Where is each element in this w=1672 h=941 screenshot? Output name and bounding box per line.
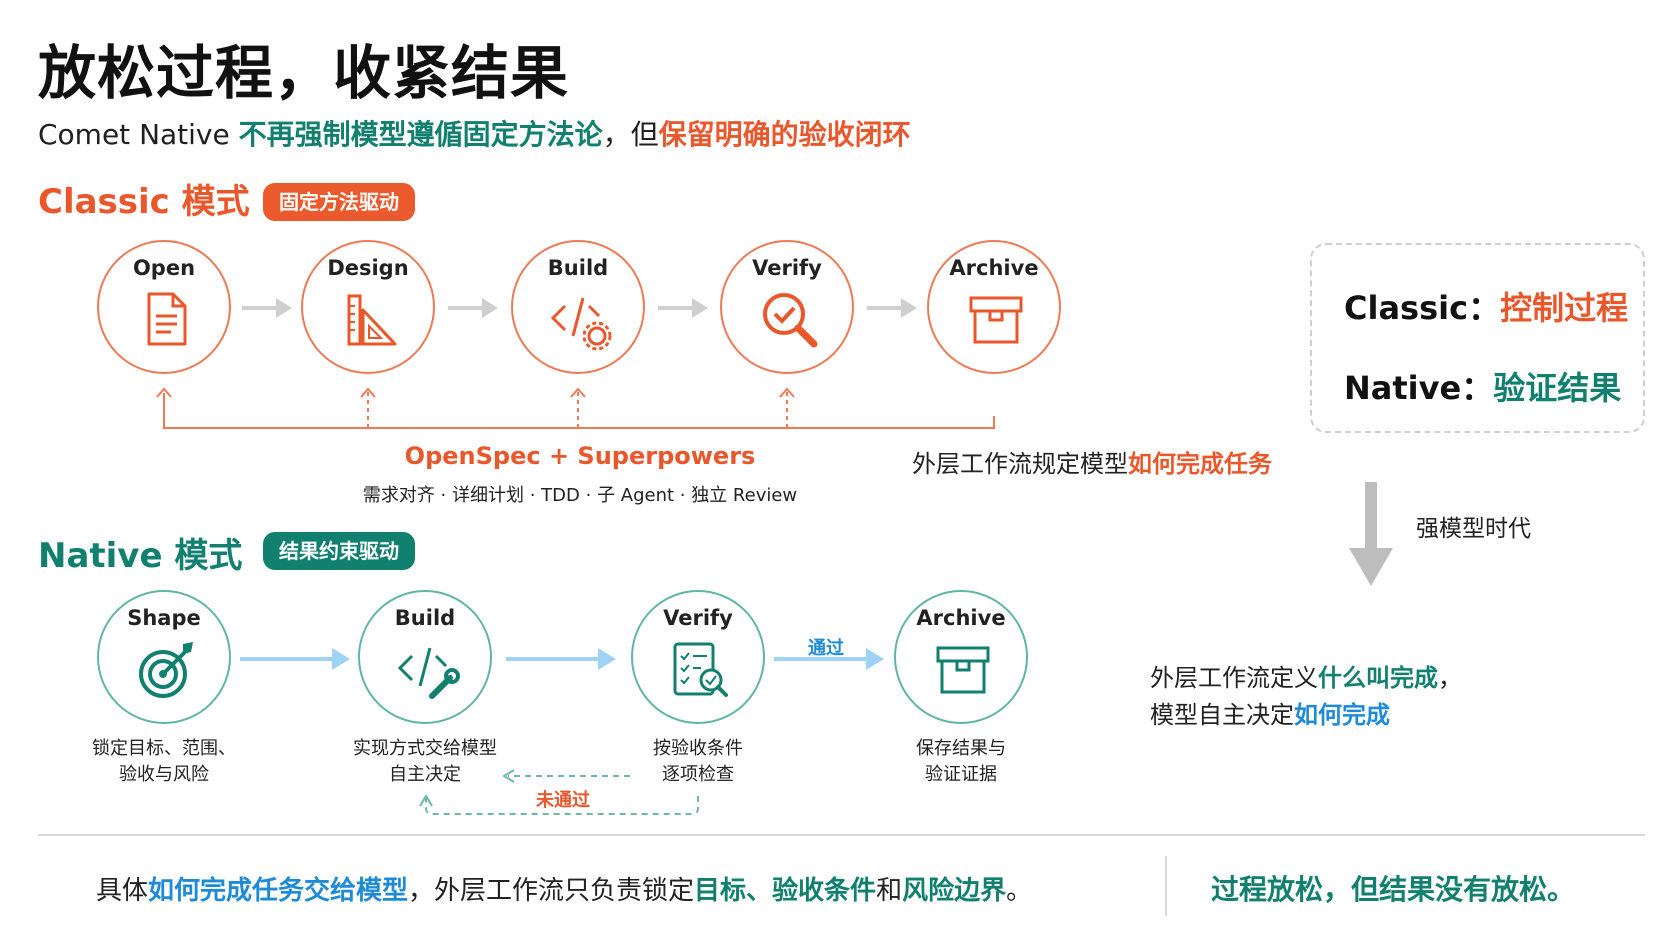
panel-row-native-label: Native：	[1344, 369, 1494, 407]
classic-side-note-prefix: 外层工作流规定模型	[912, 450, 1128, 478]
archive-box-icon	[969, 296, 1023, 344]
panel-row-classic-value: 控制过程	[1500, 289, 1629, 327]
code-wrench-icon	[397, 647, 460, 699]
classic-stage-label: Archive	[949, 256, 1039, 280]
native-caption-line: 实现方式交给模型	[353, 738, 497, 759]
native-caption-verify: 按验收条件逐项检查	[613, 736, 783, 788]
classic-stage-label: Open	[132, 256, 196, 280]
native-stage-label: Shape	[127, 606, 201, 630]
footer-left-prefix: 具体	[96, 876, 149, 906]
footer-left-green1: 目标、验收条件	[694, 876, 877, 906]
native-note-line2-prefix: 模型自主决定	[1150, 701, 1294, 729]
comparison-panel: Classic：控制过程 Native：验证结果	[1310, 243, 1645, 433]
classic-stage-label: Verify	[752, 256, 822, 280]
footer-left-text: 具体如何完成任务交给模型，外层工作流只负责锁定目标、验收条件和风险边界。	[96, 870, 1032, 907]
code-gear-icon	[550, 297, 612, 351]
native-caption-shape: 锁定目标、范围、验收与风险	[79, 736, 249, 788]
native-stage-verify: Verify	[631, 590, 765, 724]
era-down-arrow	[1349, 482, 1393, 586]
native-fail-arrowheads	[419, 769, 515, 807]
native-badge: 结果约束驱动	[263, 532, 415, 570]
native-stage-shape: Shape	[97, 590, 231, 724]
footer-divider	[38, 834, 1645, 836]
native-note-line1-highlight: 什么叫完成	[1318, 664, 1438, 692]
native-caption-archive: 保存结果与验证证据	[876, 736, 1046, 788]
archive-box-icon	[936, 646, 990, 694]
footer-left-green2: 风险边界	[902, 876, 1007, 906]
footer-left-mid: ，外层工作流只负责锁定	[408, 876, 695, 906]
footer-left-blue: 如何完成任务交给模型	[148, 876, 409, 906]
subtitle-green: 不再强制模型遵偱固定方法论	[238, 118, 603, 151]
classic-badge: 固定方法驱动	[263, 183, 415, 221]
classic-stage-verify: Verify	[720, 240, 854, 374]
native-mode-title: Native 模式	[38, 536, 243, 576]
ruler-triangle-icon	[347, 294, 397, 346]
native-stage-archive: Archive	[894, 590, 1028, 724]
native-note-line1-suffix: ，	[1438, 664, 1462, 692]
native-note-line1: 外层工作流定义什么叫完成，	[1150, 658, 1462, 693]
subtitle-prefix: Comet Native	[38, 118, 239, 151]
classic-stage-label: Design	[327, 256, 409, 280]
native-caption-line: 验收与风险	[119, 764, 209, 785]
classic-bracket	[163, 390, 995, 429]
classic-stage-build: Build	[511, 240, 645, 374]
subtitle-mid: ，但	[602, 118, 659, 151]
native-caption-line: 验证证据	[925, 764, 997, 785]
native-stage-label: Build	[394, 606, 456, 630]
era-label: 强模型时代	[1416, 516, 1531, 542]
footer-left-end: 。	[1006, 876, 1033, 906]
classic-bracket-title: OpenSpec + Superpowers	[404, 442, 756, 470]
magnifier-check-icon	[763, 293, 818, 348]
native-caption-line: 逐项检查	[662, 764, 734, 785]
classic-bracket-arrowheads	[156, 387, 795, 398]
classic-mode-title: Classic 模式	[38, 182, 250, 222]
footer-left-and: 和	[876, 876, 903, 906]
panel-row-native: Native：验证结果	[1344, 363, 1621, 409]
classic-side-note: 外层工作流规定模型如何完成任务	[912, 444, 1272, 479]
subtitle-orange: 保留明确的验收闭环	[658, 118, 911, 151]
footer-right-text: 过程放松，但结果没有放松。	[1211, 873, 1576, 906]
native-fail-label: 未通过	[536, 790, 590, 811]
native-note-line1-prefix: 外层工作流定义	[1150, 664, 1318, 692]
native-stage-build: Build	[358, 590, 492, 724]
native-pass-label: 通过	[808, 638, 844, 659]
classic-side-note-highlight: 如何完成任务	[1128, 450, 1272, 478]
classic-stage-archive: Archive	[927, 240, 1061, 374]
native-caption-line: 按验收条件	[653, 738, 743, 759]
panel-row-native-value: 验证结果	[1493, 369, 1622, 407]
classic-stage-design: Design	[301, 240, 435, 374]
panel-row-classic-label: Classic：	[1344, 289, 1501, 327]
native-stage-label: Archive	[916, 606, 1006, 630]
native-note-line2: 模型自主决定如何完成	[1150, 695, 1390, 730]
native-caption-line: 锁定目标、范围、	[92, 738, 236, 759]
native-note-line2-highlight: 如何完成	[1294, 701, 1390, 729]
native-caption-line: 自主决定	[389, 764, 461, 785]
checklist-search-icon	[673, 642, 728, 697]
footer-vertical-divider	[1165, 856, 1167, 916]
native-stage-label: Verify	[663, 606, 733, 630]
document-icon	[147, 292, 187, 346]
target-icon	[139, 642, 193, 698]
native-flow-arrows	[240, 648, 884, 670]
native-caption-build: 实现方式交给模型自主决定	[340, 736, 510, 788]
classic-stage-open: Open	[97, 240, 231, 374]
panel-row-classic: Classic：控制过程	[1344, 283, 1628, 329]
native-fail-loop	[425, 775, 699, 815]
classic-flow-arrows	[242, 298, 917, 318]
page-title: 放松过程，收紧结果	[38, 39, 570, 107]
page-subtitle: Comet Native 不再强制模型遵偱固定方法论，但保留明确的验收闭环	[38, 113, 911, 153]
classic-bracket-detail: 需求对齐 · 详细计划 · TDD · 子 Agent · 独立 Review	[362, 485, 798, 506]
native-caption-line: 保存结果与	[916, 738, 1006, 759]
classic-stage-label: Build	[547, 256, 609, 280]
